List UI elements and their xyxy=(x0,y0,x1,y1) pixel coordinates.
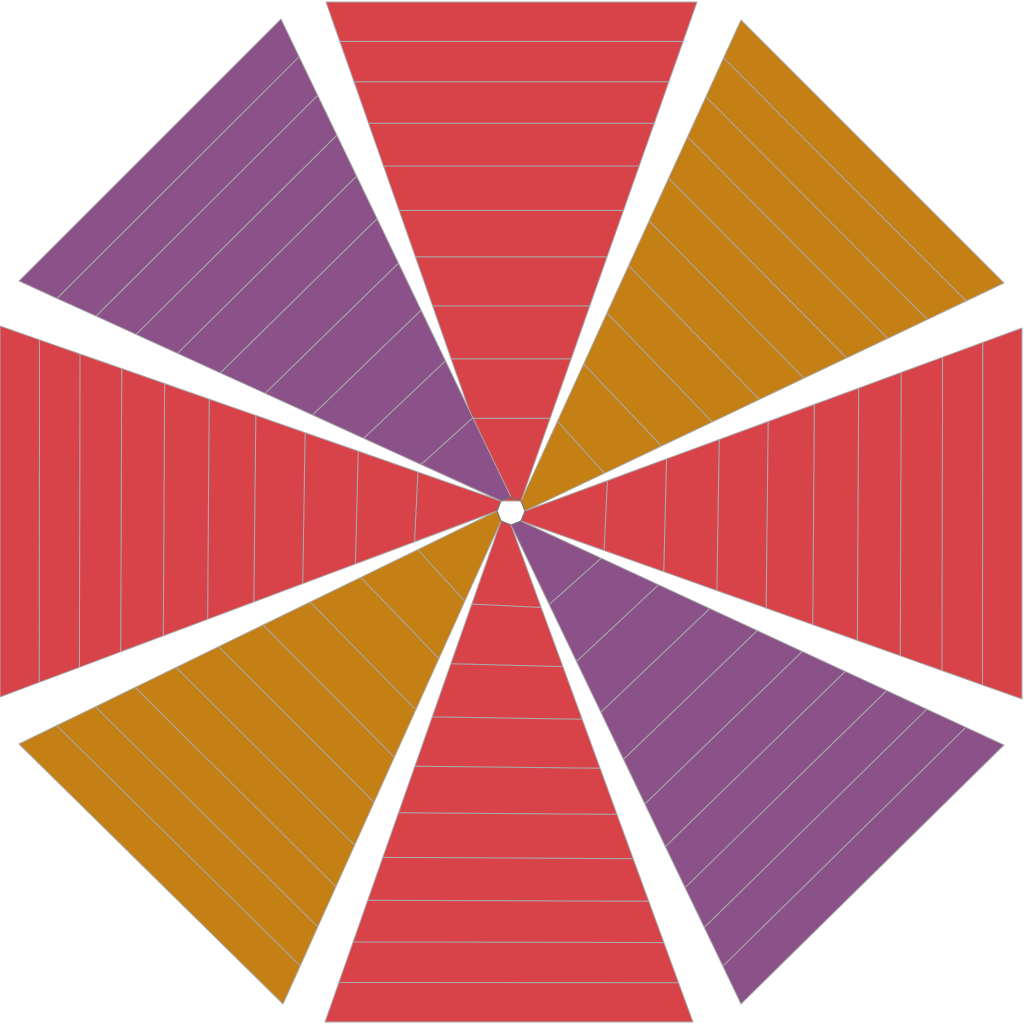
wedge-right-band xyxy=(856,371,902,657)
wedge-top-band xyxy=(353,81,670,124)
center-hub xyxy=(496,496,526,526)
wedge-bottom-left-band xyxy=(18,725,301,1005)
wedge-left-band xyxy=(0,325,40,698)
wedge-bottom xyxy=(324,520,694,1023)
wedge-bottom-band xyxy=(431,663,583,720)
wedge-top xyxy=(325,1,698,502)
wedge-bottom-right xyxy=(510,520,1005,1005)
wedge-right-band xyxy=(716,421,769,609)
wedge-left-band xyxy=(162,383,210,637)
wedge-left-band xyxy=(253,414,306,603)
wedge-left-band xyxy=(120,368,166,653)
wedge-right-band xyxy=(899,356,944,672)
wedge-top-left-band xyxy=(18,18,300,299)
wedge-bottom-left xyxy=(18,510,502,1005)
wedge-top-band xyxy=(414,256,608,307)
wedge-bottom-band xyxy=(398,765,618,815)
wedge-left-band xyxy=(38,339,81,683)
wedge-top-band xyxy=(368,122,655,167)
wedge-bottom-right-band xyxy=(722,726,1005,1005)
wedge-bottom-band xyxy=(352,899,665,944)
wedge-left-band xyxy=(302,432,359,585)
wedge-right-band xyxy=(812,387,860,641)
wedge-bottom-band xyxy=(414,716,601,769)
wedge-bottom-band xyxy=(338,941,680,984)
wedge-right-band xyxy=(765,403,815,626)
wedge-left xyxy=(0,325,502,698)
wedge-bottom-band xyxy=(382,812,634,860)
wedge-top-band xyxy=(325,1,698,42)
wedge-left-band xyxy=(78,353,123,668)
wedge-top-right-band xyxy=(723,19,1005,302)
wedge-right-band xyxy=(663,439,720,592)
wedge-right-band xyxy=(982,327,1023,700)
wedge-right xyxy=(520,327,1023,700)
wedge-top-band xyxy=(339,40,684,83)
wedge-top-right xyxy=(520,19,1005,512)
wedge-top-band xyxy=(383,165,640,211)
wedge-top-band xyxy=(432,305,591,360)
wedge-top-left xyxy=(18,18,512,502)
wedge-bottom-band xyxy=(324,982,694,1023)
wedge-top-band xyxy=(398,209,624,258)
wedge-right-band xyxy=(941,341,984,686)
wedge-left-band xyxy=(207,398,257,620)
wedge-bottom-band xyxy=(367,856,650,902)
